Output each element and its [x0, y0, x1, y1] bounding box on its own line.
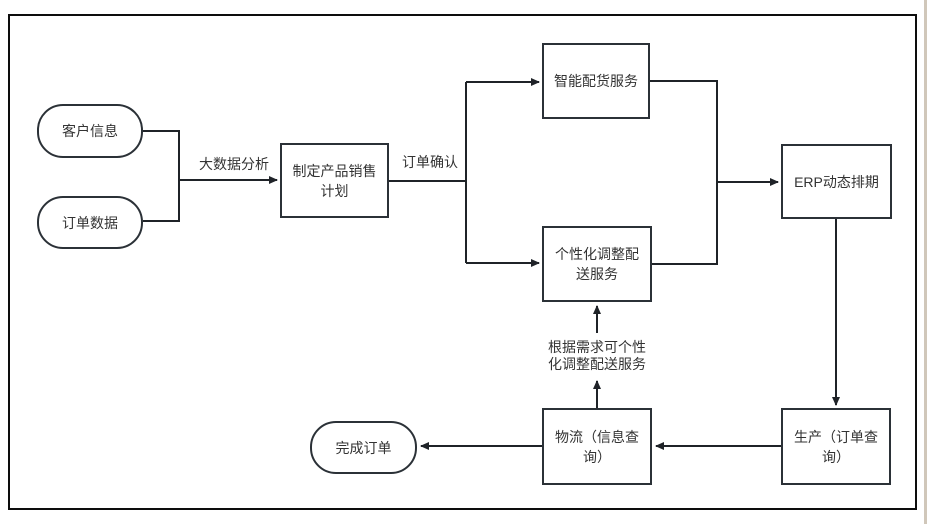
node-erp-scheduling-label: ERP动态排期	[794, 173, 879, 190]
node-sales-plan: 制定产品销售 计划	[280, 143, 389, 218]
node-smart-allocation: 智能配货服务	[542, 43, 650, 119]
node-personalized-delivery: 个性化调整配 送服务	[542, 226, 652, 302]
node-production: 生产（订单查 询）	[781, 408, 891, 485]
node-personalized-delivery-label: 个性化调整配 送服务	[555, 246, 639, 282]
edge-label-order-confirmation: 订单确认	[402, 154, 458, 170]
page-right-edge	[924, 0, 927, 524]
edge-label-personalization-note: 根据需求可个性 化调整配送服务	[548, 339, 646, 372]
node-complete-order-label: 完成订单	[335, 439, 392, 456]
node-customer-info: 客户信息	[37, 104, 143, 158]
node-logistics-label: 物流（信息查 询）	[555, 428, 639, 465]
node-smart-allocation-label: 智能配货服务	[554, 73, 638, 89]
node-customer-info-label: 客户信息	[62, 123, 118, 139]
node-order-data: 订单数据	[37, 196, 143, 249]
diagram-frame	[8, 14, 917, 510]
node-complete-order: 完成订单	[310, 421, 417, 474]
node-order-data-label: 订单数据	[62, 214, 118, 231]
edge-label-big-data-analysis: 大数据分析	[199, 156, 269, 172]
node-sales-plan-label: 制定产品销售 计划	[292, 162, 377, 199]
edge-merge-start	[143, 130, 180, 222]
node-erp-scheduling: ERP动态排期	[781, 144, 892, 219]
node-logistics: 物流（信息查 询）	[542, 408, 652, 485]
edge-join-services	[650, 80, 718, 265]
node-production-label: 生产（订单查 询）	[794, 428, 878, 465]
